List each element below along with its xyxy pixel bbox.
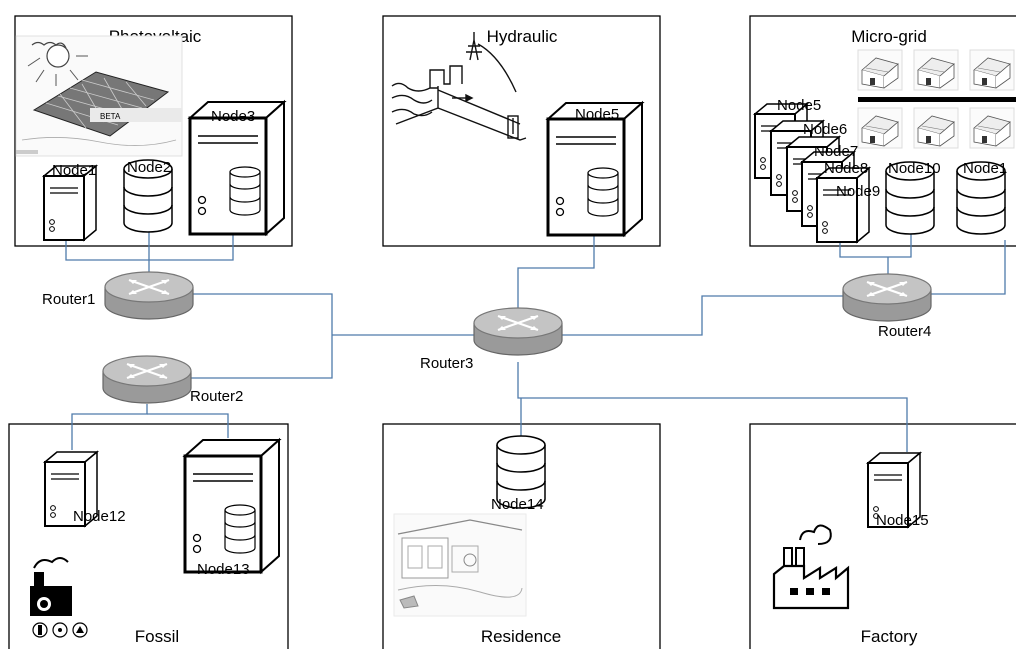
node9-server-icon[interactable] <box>816 167 870 243</box>
zone-title-fossil: Fossil <box>135 627 179 646</box>
node13-label: Node13 <box>197 561 250 578</box>
router4-icon[interactable] <box>841 272 933 323</box>
node5-hydraulic-label: Node5 <box>575 106 619 123</box>
node11-label: Node1 <box>963 160 1007 177</box>
node8-label: Node8 <box>824 160 868 177</box>
node5-microgrid-label: Node5 <box>777 97 821 114</box>
router4-label: Router4 <box>878 323 931 340</box>
solar-panel-illustration: BETA <box>15 35 183 157</box>
router1-label: Router1 <box>42 291 95 308</box>
photo-watermark: BETA <box>100 112 121 121</box>
network-links <box>65 230 1006 452</box>
node15-label: Node15 <box>876 512 929 529</box>
hydraulic-dam-illustration <box>391 32 527 141</box>
factory-icon <box>772 524 850 610</box>
node1-label: Node1 <box>52 162 96 179</box>
node3-label: Node3 <box>211 108 255 125</box>
router1-icon[interactable] <box>103 270 195 321</box>
microgrid-houses <box>857 49 1016 149</box>
zone-title-microgrid: Micro-grid <box>851 27 927 46</box>
node2-label: Node2 <box>127 159 171 176</box>
node9-label: Node9 <box>836 183 880 200</box>
node7-label: Node7 <box>814 143 858 160</box>
zone-title-residence: Residence <box>481 627 561 646</box>
node14-label: Node14 <box>491 496 544 513</box>
zone-title-hydraulic: Hydraulic <box>487 27 558 46</box>
residence-illustration <box>393 513 527 617</box>
router3-label: Router3 <box>420 355 473 372</box>
node12-label: Node12 <box>73 508 126 525</box>
zone-title-factory: Factory <box>861 627 918 646</box>
router2-icon[interactable] <box>101 354 193 405</box>
router2-label: Router2 <box>190 388 243 405</box>
node10-label: Node10 <box>888 160 941 177</box>
node6-label: Node6 <box>803 121 847 138</box>
router3-icon[interactable] <box>472 306 564 357</box>
node13-server-icon[interactable] <box>183 438 281 574</box>
fossil-plant-icon <box>30 557 88 638</box>
